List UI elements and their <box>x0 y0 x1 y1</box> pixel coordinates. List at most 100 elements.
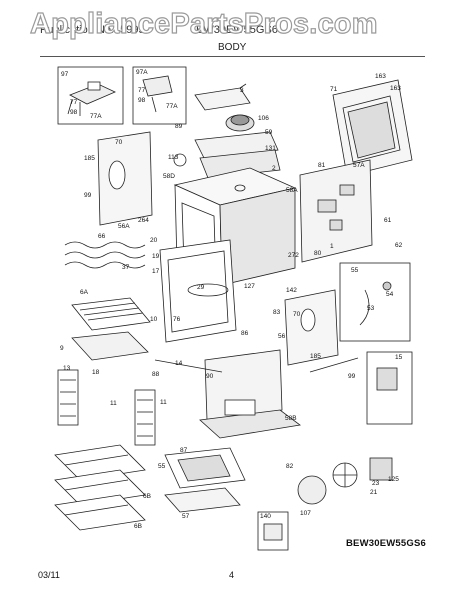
part-label: 97 <box>61 71 69 78</box>
part-label: 131 <box>265 145 276 152</box>
part-label: 23 <box>372 480 380 487</box>
part-labels: 97 97A 77 98 77A 77 98 77A 3 163 163 71 … <box>60 69 403 530</box>
part-label: 70 <box>115 139 123 146</box>
bracket-inset <box>257 511 289 551</box>
part-label: 6B <box>134 523 142 530</box>
part-label: 90 <box>206 373 214 380</box>
header: Publication No.: 5995 EW30EW55GS6 Applia… <box>0 0 464 58</box>
part-label: 127 <box>244 283 255 290</box>
part-label: 185 <box>310 353 321 360</box>
part-label: 77 <box>70 99 78 106</box>
part-label: 18 <box>92 369 100 376</box>
part-label: 81 <box>318 162 326 169</box>
bottom-trim-strip <box>309 357 359 373</box>
part-label: 29 <box>197 284 205 291</box>
part-label: 98 <box>138 97 146 104</box>
inset-relay-board <box>132 66 187 125</box>
lock-motor-inset <box>366 351 413 425</box>
part-label: 53 <box>367 305 375 312</box>
part-label: 140 <box>260 513 271 520</box>
broil-pan-rack <box>71 297 151 331</box>
rack-supports <box>57 369 156 446</box>
part-label: 89 <box>175 123 183 130</box>
part-label: 99 <box>84 192 92 199</box>
convection-fan-top <box>173 114 281 179</box>
publication-number: Publication No.: 5995 <box>40 24 145 36</box>
part-label: 99 <box>348 373 356 380</box>
rear-panel <box>332 79 413 177</box>
part-label: 66 <box>98 233 106 240</box>
part-label: 113 <box>168 154 179 161</box>
part-label: 9 <box>60 345 64 352</box>
part-label: 57 <box>182 513 190 520</box>
temperature-probe-inset <box>339 262 411 342</box>
broil-pan <box>71 331 149 361</box>
part-label: 70 <box>293 311 301 318</box>
bottom-pan <box>199 349 301 439</box>
bake-element <box>64 241 146 269</box>
part-label: 2 <box>272 165 276 172</box>
part-label: 56A <box>118 223 130 230</box>
part-label: 37 <box>122 264 130 271</box>
part-label: 77 <box>138 87 146 94</box>
section-title: BODY <box>218 42 247 53</box>
right-side-electronics-panel <box>299 159 373 263</box>
part-label: 76 <box>173 316 181 323</box>
part-label: 61 <box>384 217 392 224</box>
front-trim-strip <box>154 359 223 373</box>
part-label: 15 <box>395 354 403 361</box>
part-label: 86 <box>241 330 249 337</box>
part-label: 57A <box>353 162 365 169</box>
part-label: 87 <box>180 447 188 454</box>
part-label: 3 <box>240 87 244 94</box>
part-label: 19 <box>152 253 160 260</box>
part-label: 80 <box>314 250 322 257</box>
part-label: 71 <box>330 86 338 93</box>
part-label: 20 <box>150 237 158 244</box>
part-label: 6A <box>80 289 89 296</box>
part-label: 142 <box>286 287 297 294</box>
part-label: 11 <box>160 399 167 406</box>
top-cover <box>194 83 251 111</box>
part-label: 59 <box>265 129 273 136</box>
part-label: 14 <box>175 360 183 367</box>
part-label: 77A <box>90 113 102 120</box>
part-label: 125 <box>388 476 399 483</box>
footer-date: 03/11 <box>38 570 60 580</box>
part-label: 62 <box>395 242 403 249</box>
part-label: 6B <box>143 493 151 500</box>
part-label: 54 <box>386 291 394 298</box>
lower-right-side-panel <box>284 289 339 366</box>
part-label: 163 <box>375 73 386 80</box>
part-label: 97A <box>136 69 148 76</box>
part-label: 13 <box>63 365 71 372</box>
part-label: 58D <box>163 173 175 180</box>
part-label: 88 <box>152 371 160 378</box>
part-label: 55 <box>351 267 359 274</box>
convection-fan-motor <box>297 457 393 505</box>
part-label: 83 <box>273 309 281 316</box>
door-frame <box>159 239 237 343</box>
part-label: 1 <box>330 243 334 250</box>
part-label: 56 <box>278 333 286 340</box>
part-label: 163 <box>390 85 401 92</box>
part-label: 106 <box>258 115 269 122</box>
left-side-panel <box>97 131 153 226</box>
part-label: 77A <box>166 103 178 110</box>
part-label: 58A <box>286 187 298 194</box>
part-label: 107 <box>300 510 311 517</box>
inset-control-board <box>57 66 124 125</box>
oven-racks <box>54 444 146 531</box>
diagram-model-code: BEW30EW55GS6 <box>346 538 427 549</box>
page-number: 4 <box>229 570 235 580</box>
element-tray <box>164 447 246 513</box>
part-label: 11 <box>110 400 117 407</box>
part-label: 185 <box>84 155 95 162</box>
part-label: 10 <box>150 316 158 323</box>
part-label: 272 <box>288 252 299 259</box>
part-label: 98 <box>70 109 78 116</box>
part-label: 21 <box>370 489 378 496</box>
part-label: 264 <box>138 217 149 224</box>
part-label: 55 <box>158 463 166 470</box>
part-label: 17 <box>152 268 160 275</box>
